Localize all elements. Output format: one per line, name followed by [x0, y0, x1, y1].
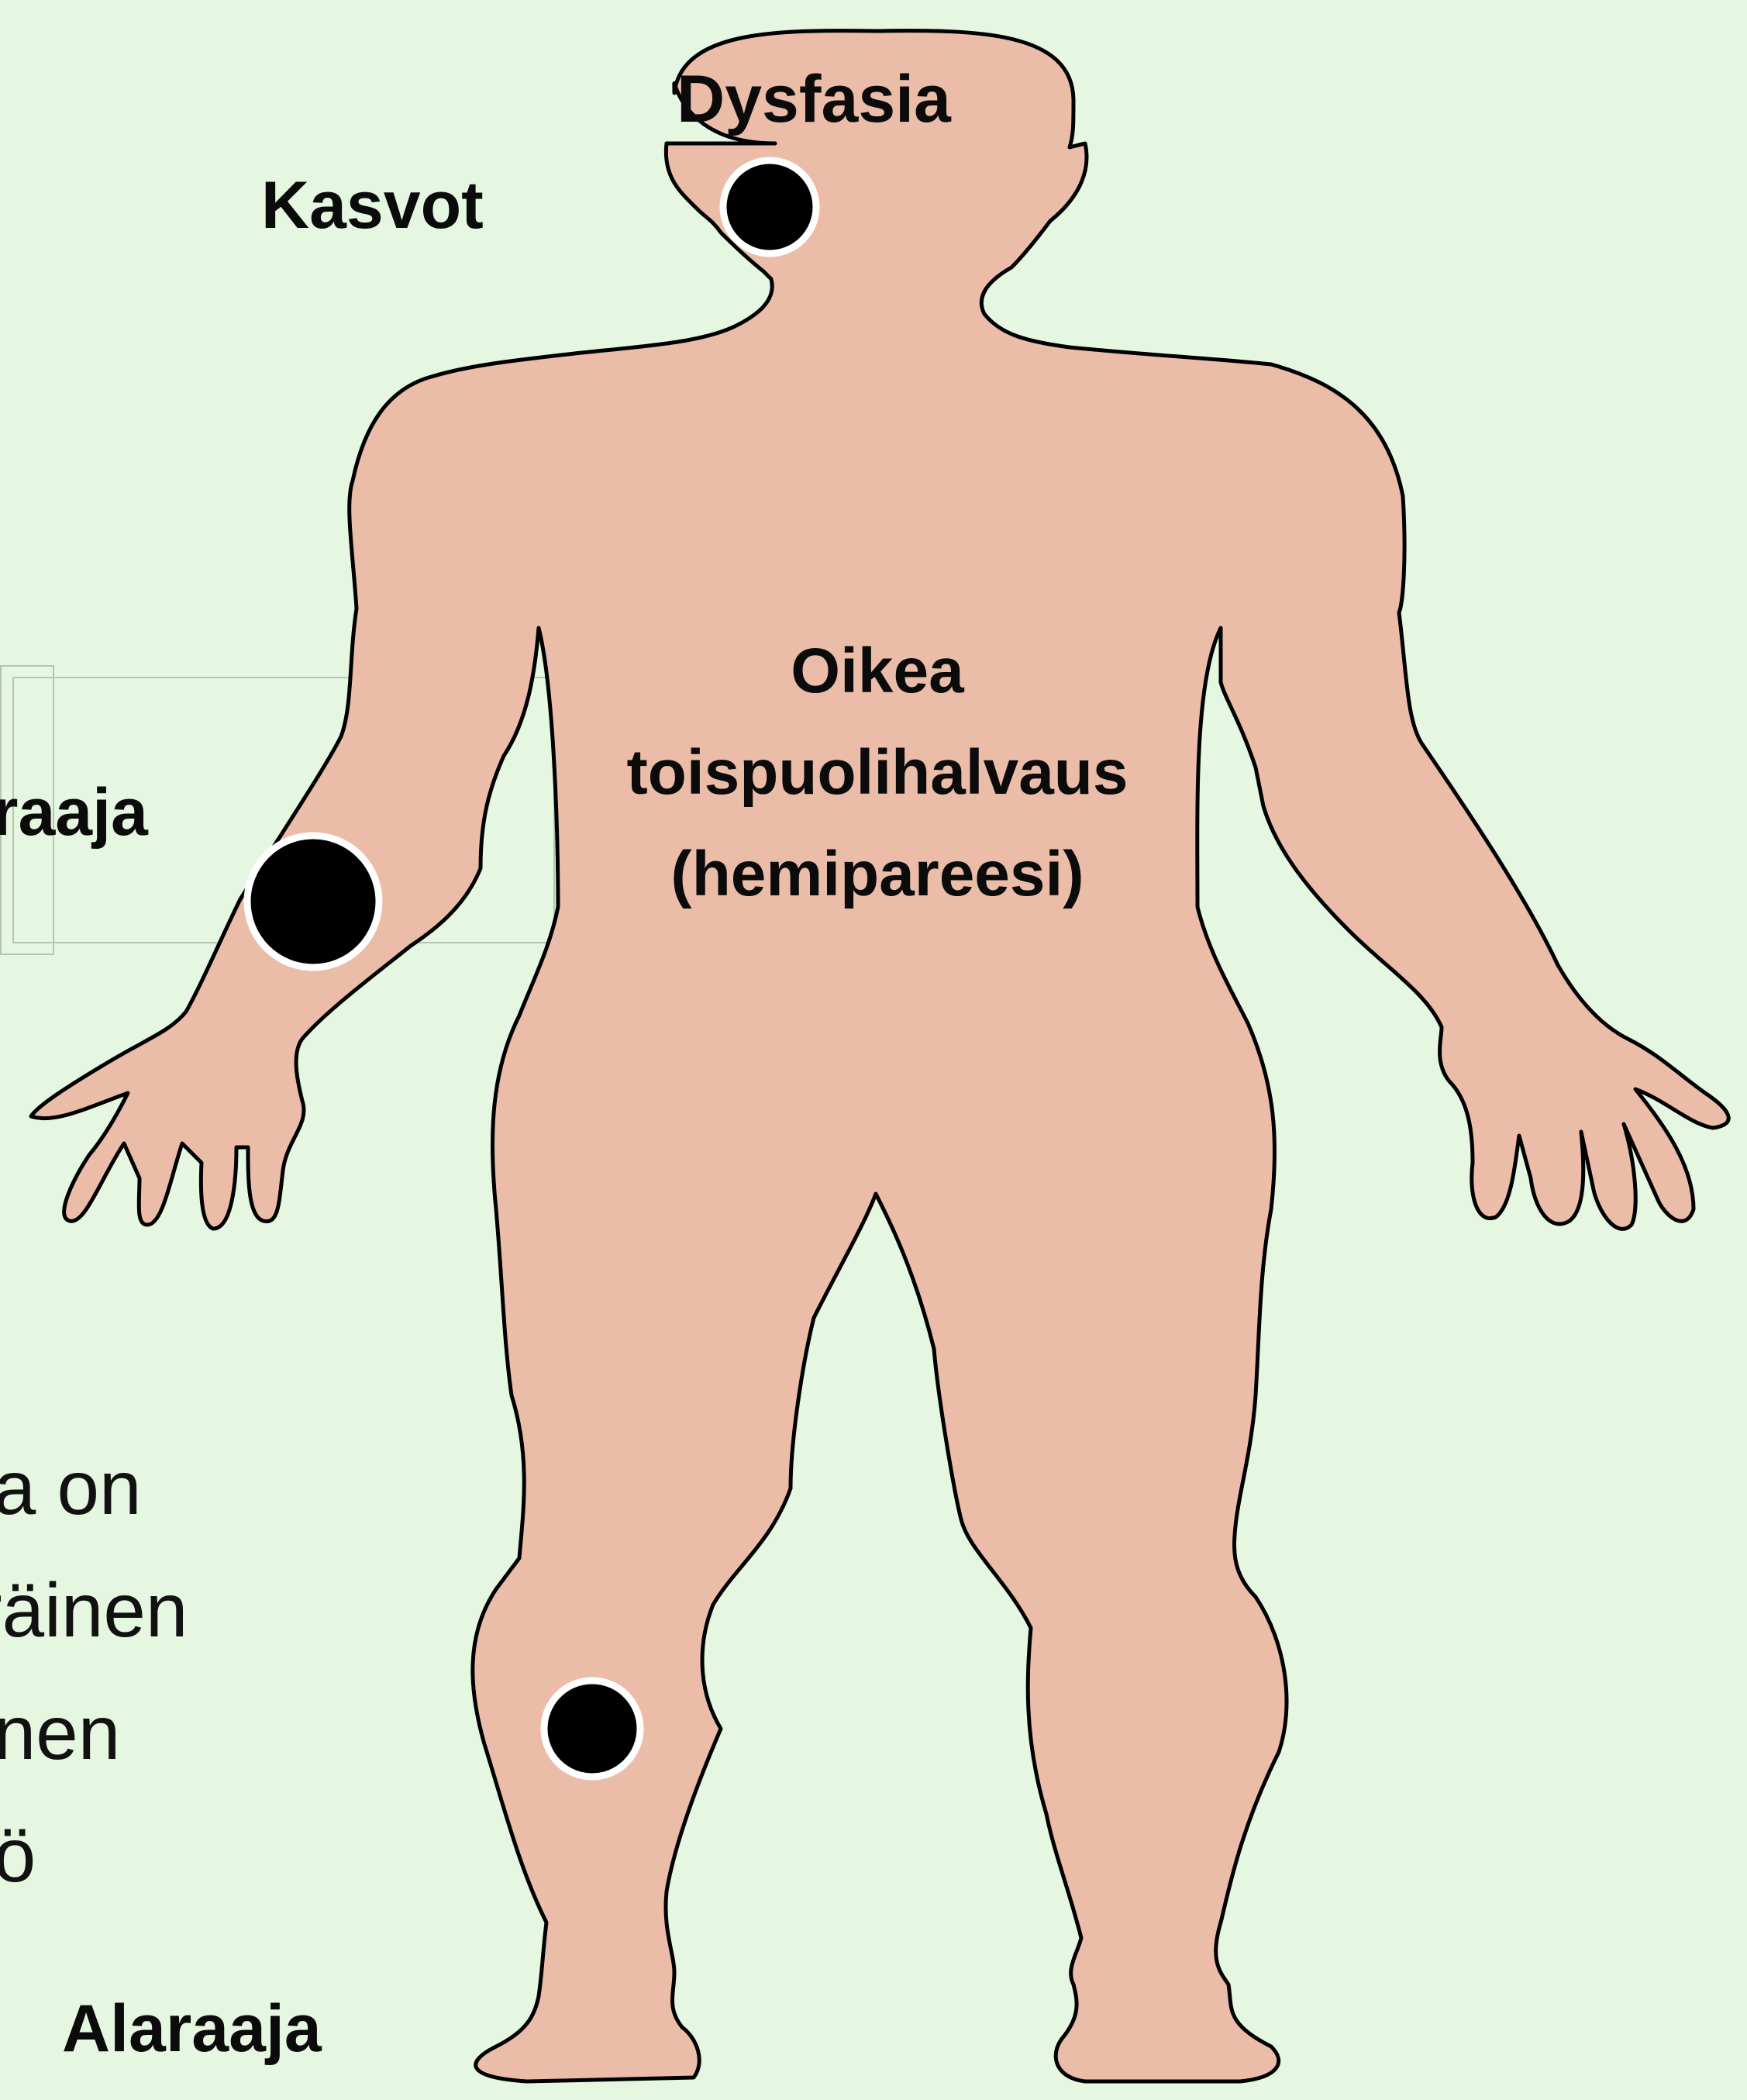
arm-marker [247, 836, 379, 967]
hemiparesis-line-3: (hemipareesi) [627, 823, 1128, 925]
side-text-line-3: inen [0, 1671, 188, 1794]
body-silhouette [31, 31, 1728, 2081]
hemiparesis-label: Oikea toispuolihalvaus (hemipareesi) [627, 620, 1128, 926]
face-label: Kasvot [261, 172, 484, 239]
hemiparesis-line-2: toispuolihalvaus [627, 722, 1128, 823]
lower-limb-label: Alaraaja [62, 1995, 322, 2062]
side-text-line-1: ia on [0, 1426, 188, 1549]
upper-limb-label: raaja [0, 779, 148, 846]
dysphasia-label: Dysfasia [677, 66, 951, 133]
side-text-line-4: iö [0, 1794, 188, 1916]
side-description-text: ia on räinen inen iö [0, 1426, 188, 1916]
side-text-line-2: räinen [0, 1549, 188, 1671]
leg-marker [544, 1681, 640, 1777]
face-marker [723, 160, 816, 253]
hemiparesis-line-1: Oikea [627, 620, 1128, 722]
